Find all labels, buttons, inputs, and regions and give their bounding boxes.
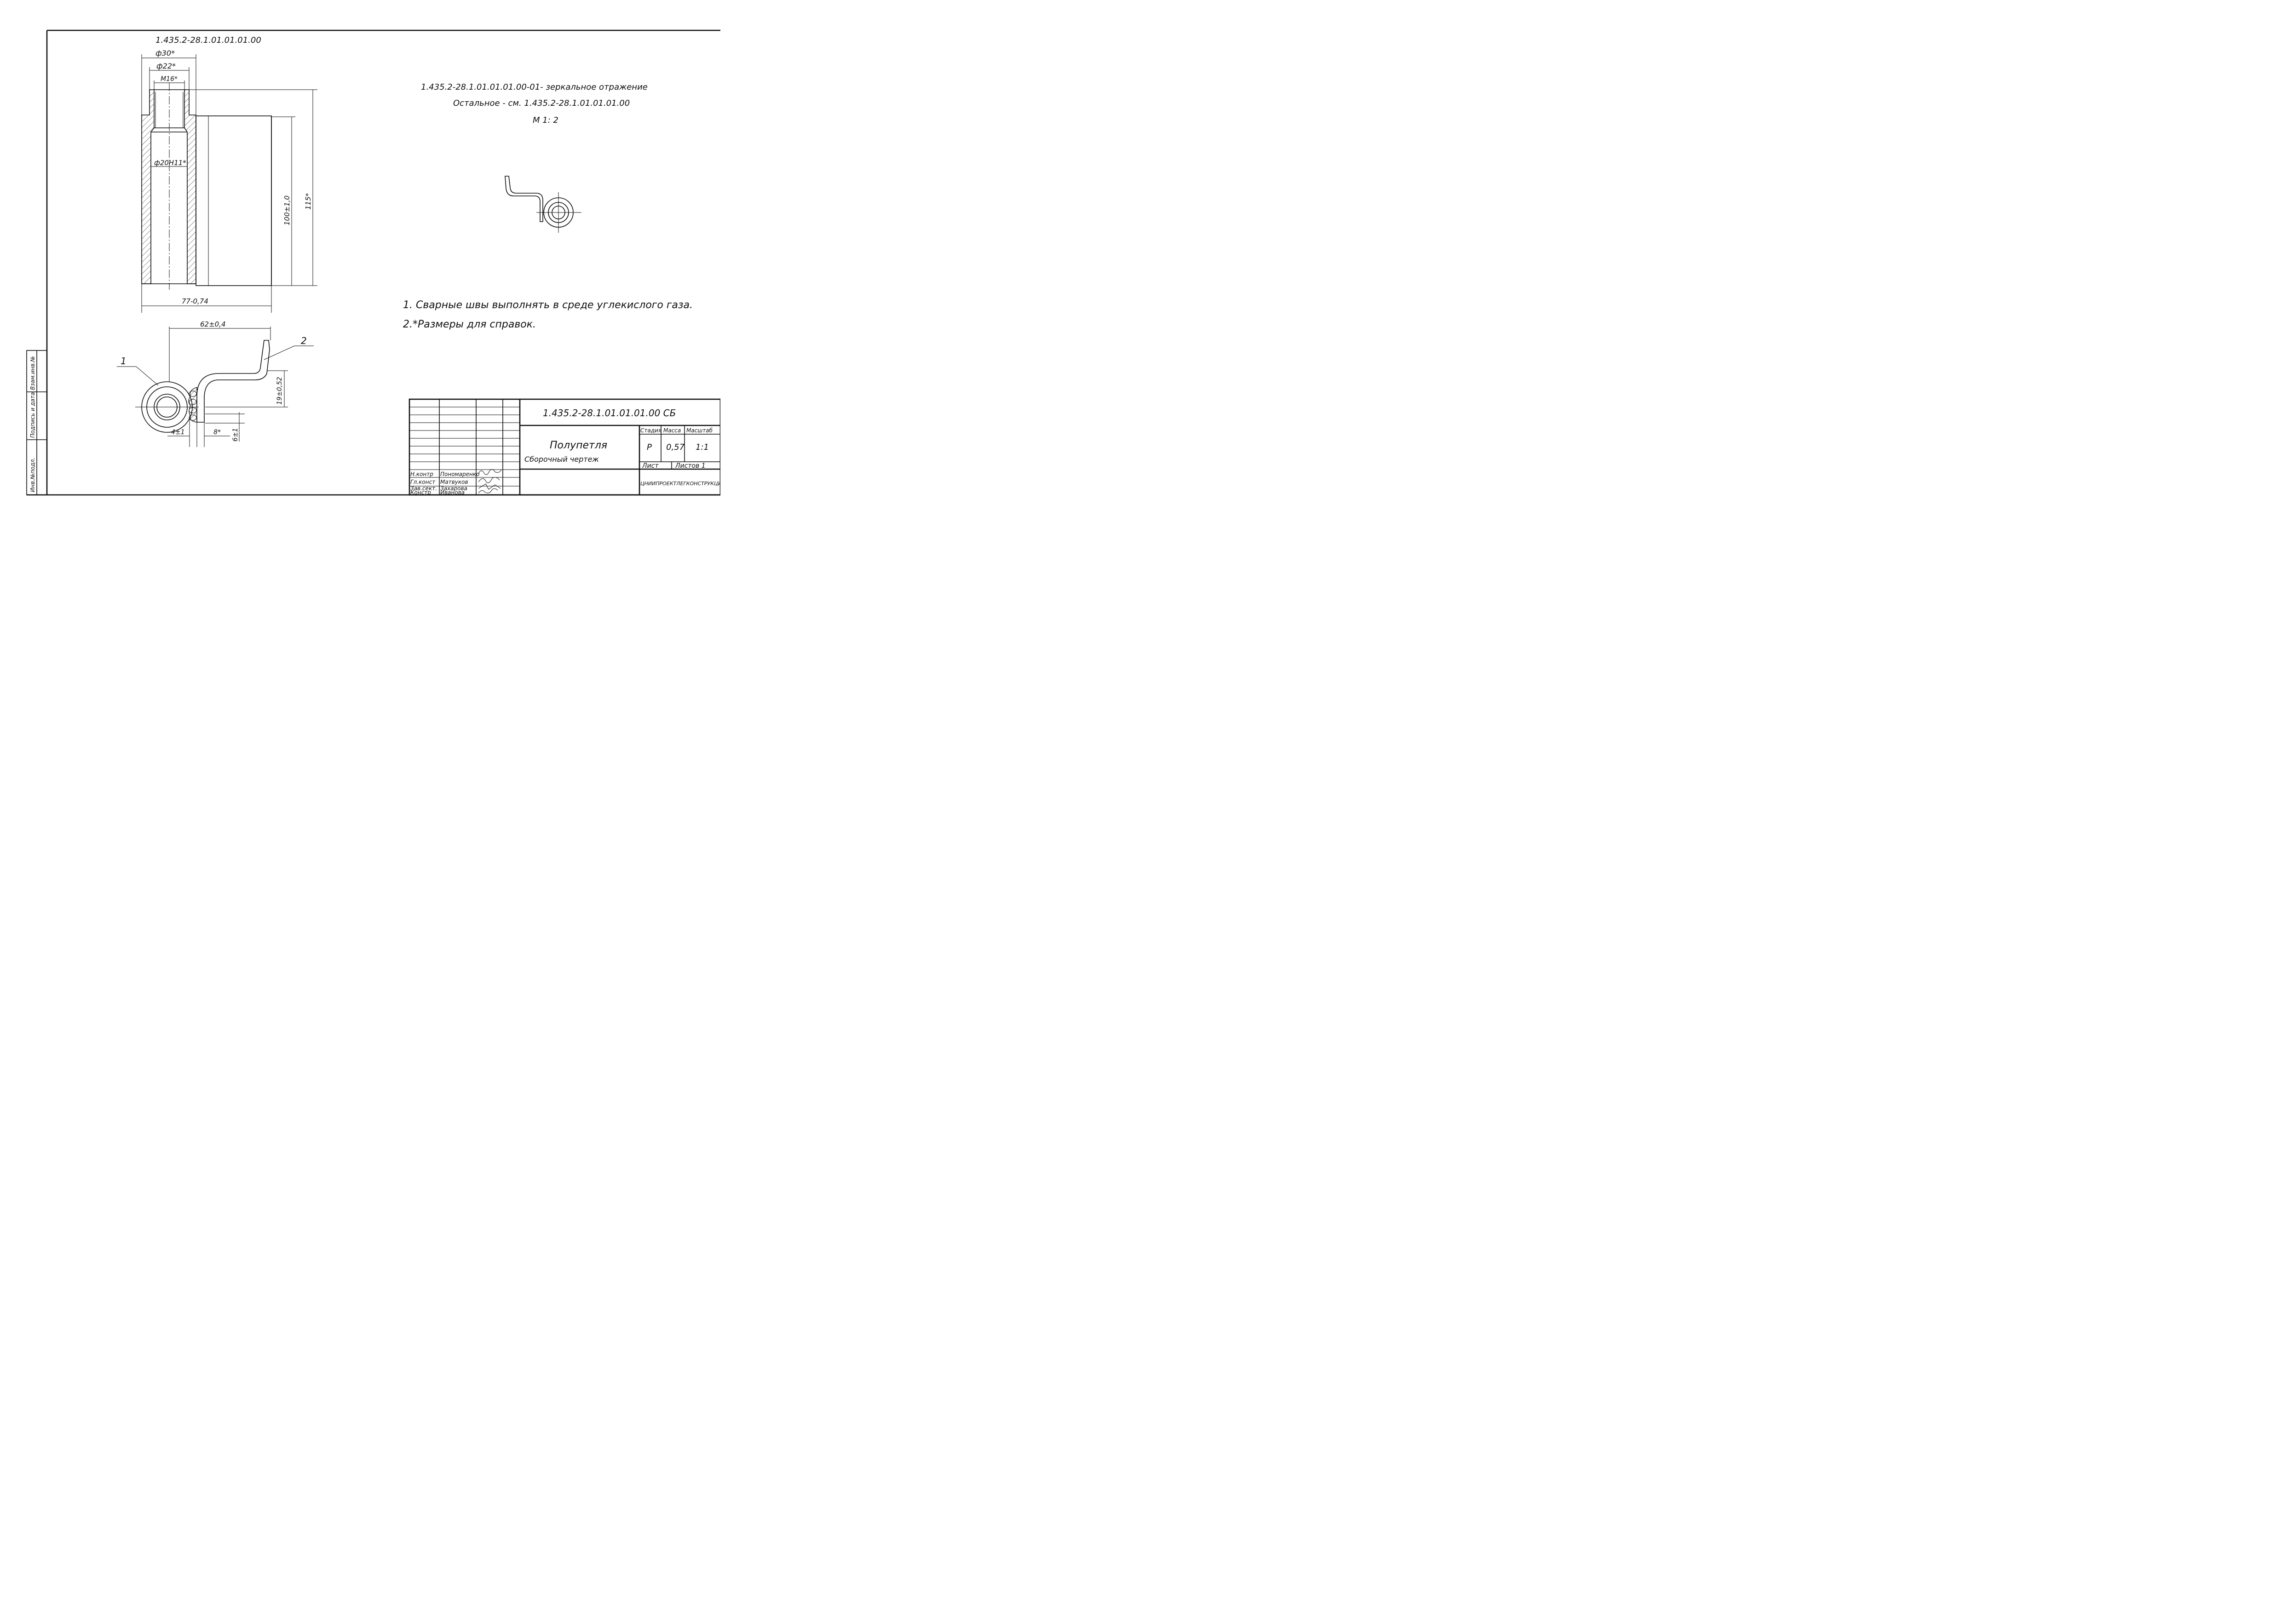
- stamp-sign-date: Подпись и дата: [29, 392, 36, 438]
- scale-note: М 1: 2: [533, 115, 558, 125]
- left-wall-hatch: [141, 89, 155, 284]
- staff-name-2: Захарова: [440, 485, 467, 492]
- dim-length-100: 100±1,0: [283, 195, 291, 225]
- dim-62: 62±0,4: [200, 320, 226, 328]
- general-notes: 1. Сварные швы выполнять в среде углекис…: [403, 299, 693, 330]
- dim-8: 8*: [213, 429, 221, 436]
- assembly-view: 62±0,4 19±0,52 6±1 4±1 8* 1 2: [117, 320, 314, 447]
- value-stage: Р: [647, 442, 652, 452]
- callout-1: 1: [121, 356, 127, 367]
- title-line1: Полупетля: [550, 440, 607, 451]
- title-line2: Сборочный чертеж: [524, 455, 599, 464]
- stamp-inv-no: Инв.№подл.: [29, 458, 36, 492]
- right-wall-hatch: [184, 89, 196, 284]
- note-2: 2.*Размеры для справок.: [403, 319, 536, 330]
- callout-2: 2: [301, 335, 307, 346]
- header-scale: Масштаб: [686, 427, 713, 434]
- side-stamp: Взам.инв.№ Подпись и дата Инв.№подл.: [26, 350, 47, 495]
- dim-width-77: 77-0,74: [182, 297, 208, 305]
- mirror-note-line2: Остальное - см. 1.435.2-28.1.01.01.01.00: [453, 98, 630, 108]
- value-scale: 1:1: [696, 442, 709, 452]
- mirrored-hinge-view: [505, 176, 581, 233]
- mirror-notes: 1.435.2-28.1.01.01.01.00-01- зеркальное …: [421, 82, 648, 125]
- dim-inner-dia: ф22*: [156, 62, 176, 70]
- staff-list: Н.контр Пономаренко Гл.конст Матвуков За…: [410, 471, 479, 496]
- doc-code: 1.435.2-28.1.01.01.01.00 СБ: [543, 407, 676, 419]
- dim-thread: M16*: [161, 75, 178, 83]
- staff-name-1: Матвуков: [440, 479, 468, 485]
- header-sheets: Листов 1: [675, 462, 706, 470]
- drawing-sheet: Взам.инв.№ Подпись и дата Инв.№подл. 1.4…: [26, 29, 720, 496]
- bore-label-mask: [153, 157, 185, 167]
- part-section-view: 1.435.2-28.1.01.01.01.00: [141, 35, 317, 313]
- mirror-note-line1: 1.435.2-28.1.01.01.01.00-01- зеркальное …: [421, 82, 648, 92]
- signatures: [478, 469, 502, 494]
- staff-role-3: Констр: [410, 489, 431, 496]
- note-1: 1. Сварные швы выполнять в среде углекис…: [403, 299, 693, 311]
- dim-19: 19±0,52: [276, 377, 283, 405]
- dim-length-115: 115*: [304, 193, 312, 210]
- staff-role-1: Гл.конст: [410, 479, 436, 485]
- staff-name-0: Пономаренко: [440, 471, 479, 477]
- staff-role-0: Н.контр: [410, 471, 433, 477]
- header-stage: Стадия: [640, 427, 662, 434]
- dim-bore: ф20H11*: [154, 159, 186, 167]
- header-sheet: Лист: [642, 462, 659, 470]
- value-mass: 0,57: [666, 442, 685, 452]
- part-designation: 1.435.2-28.1.01.01.01.00: [155, 35, 261, 45]
- dim-6: 6±1: [232, 428, 239, 442]
- organization: ЦНИИПРОЕКТЛЕГКОНСТРУКЦИЯ: [640, 481, 720, 487]
- title-block: Н.контр Пономаренко Гл.конст Матвуков За…: [409, 398, 720, 496]
- staff-name-3: Иванова: [440, 489, 465, 496]
- header-mass: Масса: [663, 427, 681, 434]
- stamp-replace-inv: Взам.инв.№: [29, 356, 36, 390]
- dim-outer-dia: ф30*: [155, 49, 175, 57]
- staff-role-2: Зав.сект.: [410, 485, 437, 492]
- dim-4: 4±1: [171, 429, 185, 436]
